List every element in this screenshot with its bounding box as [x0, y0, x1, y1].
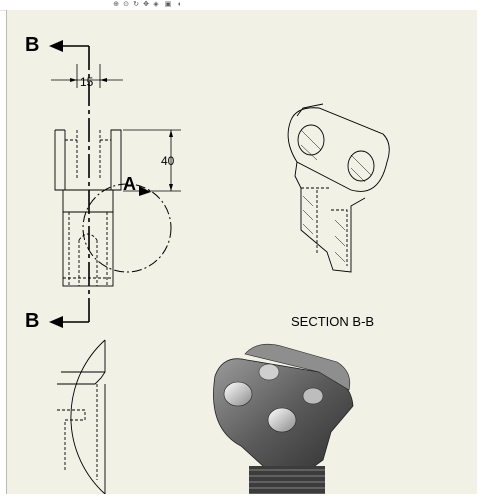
- section-letter-top: B: [25, 34, 39, 56]
- section-view-b-b[interactable]: [287, 103, 390, 273]
- drawing-sheet[interactable]: B B 15 40: [6, 10, 478, 494]
- window-bottom-edge: [0, 494, 484, 498]
- dimension-width-value: 15: [80, 75, 94, 89]
- zoom-area-icon[interactable]: ⊙: [123, 1, 129, 8]
- view-orientation-icon[interactable]: ◈: [153, 1, 159, 8]
- dimension-height[interactable]: [123, 129, 181, 192]
- section-caption: SECTION B-B: [291, 314, 374, 329]
- window-right-edge: [477, 10, 484, 498]
- hide-show-icon[interactable]: ◐: [177, 1, 183, 8]
- detail-arrow: [139, 186, 151, 196]
- detail-circle-a[interactable]: [82, 183, 172, 273]
- dimension-width[interactable]: [51, 64, 123, 88]
- isometric-model-view[interactable]: [213, 343, 354, 494]
- section-line-b-b[interactable]: [59, 45, 90, 323]
- front-view-part[interactable]: [54, 129, 122, 287]
- detail-letter: A: [123, 174, 136, 194]
- section-letter-bottom: B: [25, 310, 39, 332]
- rotate-icon[interactable]: ↻: [133, 1, 139, 8]
- drawing-canvas: B B 15 40: [25, 34, 390, 494]
- pan-icon[interactable]: ✥: [143, 1, 149, 8]
- dimension-height-value: 40: [161, 154, 175, 168]
- display-style-icon[interactable]: ▣: [164, 1, 172, 8]
- detail-view-a[interactable]: [57, 339, 106, 494]
- zoom-to-fit-icon[interactable]: ⊕: [113, 1, 119, 8]
- section-arrow-bottom: [49, 316, 63, 328]
- section-arrow-top: [49, 40, 63, 52]
